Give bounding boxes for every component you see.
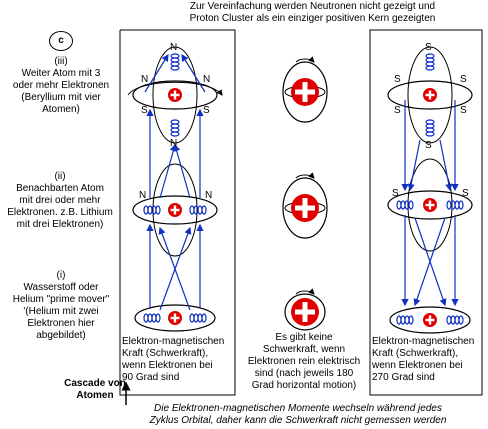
title-line-1: Zur Vereinfachung werden Neutronen nicht… bbox=[189, 1, 436, 12]
middle-caption-line-1: Es gibt keine bbox=[275, 332, 333, 343]
left-box-caption-line-1: Elektron-magnetischen bbox=[122, 336, 225, 347]
title-line-2: Proton Cluster als ein einziger positive… bbox=[189, 13, 436, 24]
left-pole-upper-left: N bbox=[141, 74, 149, 85]
right-atom-iii bbox=[387, 46, 473, 144]
left-box-frame-bottom bbox=[119, 330, 236, 396]
figure-marker-c: c bbox=[49, 31, 73, 51]
left-box-caption-line-2: Kraft (Schwerkraft), bbox=[122, 348, 209, 359]
middle-caption-line-4: sind (nach jeweils 180 bbox=[254, 368, 354, 379]
right-box-caption-line-1: Elektron-magnetischen bbox=[372, 336, 475, 347]
left-box-caption-line-3: wenn Elektronen bei bbox=[122, 360, 213, 371]
level-ii-numeral: (ii) bbox=[54, 171, 66, 182]
level-i-line-4: Elektronen hier bbox=[27, 318, 95, 329]
left-pole-upper-right: N bbox=[203, 74, 211, 85]
level-iii-line-2: oder mehr Elektronen bbox=[12, 80, 110, 91]
left-box-caption-line-4: 90 Grad sind bbox=[122, 372, 180, 383]
middle-atom-mid bbox=[282, 172, 328, 239]
left-box-caption: Elektron-magnetischen Kraft (Schwerkraft… bbox=[122, 336, 234, 384]
level-i-line-2: Helium "prime mover" bbox=[12, 294, 110, 305]
bottom-caption-line-1: Die Elektronen-magnetischen Momente wech… bbox=[154, 403, 442, 414]
level-iii-numeral: (iii) bbox=[54, 56, 68, 67]
right-pole-top: S bbox=[425, 42, 432, 53]
right-pole-lower-right: S bbox=[460, 105, 467, 116]
right-box-caption: Elektron-magnetischen Kraft (Schwerkraft… bbox=[372, 336, 482, 384]
left-pole-bottom: N bbox=[170, 138, 178, 149]
left-box-frame bbox=[119, 29, 236, 330]
right-pole-bottom: S bbox=[425, 140, 432, 151]
right-box-caption-line-2: Kraft (Schwerkraft), bbox=[372, 348, 459, 359]
level-i-line-1: Wasserstoff oder bbox=[23, 282, 99, 293]
middle-caption-line-2: Schwerkraft, wenn bbox=[262, 344, 346, 355]
level-i-line-5: abgebildet) bbox=[36, 330, 86, 341]
level-ii-line-1: Benachbarten Atom bbox=[16, 183, 104, 194]
left-atom-iii bbox=[127, 46, 223, 144]
level-i-numeral: (i) bbox=[56, 270, 66, 281]
middle-atom-top bbox=[282, 56, 328, 123]
middle-caption-line-3: Elektronen rein elektrisch bbox=[247, 356, 361, 367]
level-iii-line-1: Weiter Atom mit 3 bbox=[21, 68, 101, 79]
cascade-label-line-1: Cascade von bbox=[64, 378, 126, 389]
right-box-caption-line-4: 270 Grad sind bbox=[372, 372, 435, 383]
left-atom-i bbox=[134, 304, 216, 332]
level-ii-line-2: mit drei oder mehr bbox=[19, 195, 101, 206]
right-pole-upper-right: S bbox=[460, 74, 467, 85]
middle-caption-line-5: Grad horizontal motion) bbox=[251, 380, 357, 391]
cascade-label-line-2: Atomen bbox=[76, 390, 114, 401]
level-iii-line-4: Atomen) bbox=[42, 104, 80, 115]
cascade-label: Cascade von Atomen bbox=[55, 378, 135, 402]
right-box-frame bbox=[369, 29, 483, 396]
right-pole-upper-left: S bbox=[394, 74, 401, 85]
bottom-caption-line-2: Zyklus Orbital, daher kann die Schwerkra… bbox=[149, 415, 447, 426]
left-ii-pole-left: N bbox=[139, 190, 147, 201]
level-ii-line-3: Elektronen. z.B. Lithium bbox=[7, 207, 113, 218]
middle-atom-bottom bbox=[284, 288, 326, 331]
right-ii-pole-right: S bbox=[462, 188, 469, 199]
left-atom-ii bbox=[132, 163, 218, 257]
level-i-label: (i) Wasserstoff oder Helium "prime mover… bbox=[3, 270, 119, 342]
left-pole-lower-left: S bbox=[141, 105, 148, 116]
right-atom-i bbox=[389, 306, 471, 334]
level-i-line-3: '(Helium mit zwei bbox=[23, 306, 99, 317]
middle-caption: Es gibt keine Schwerkraft, wenn Elektron… bbox=[240, 332, 368, 392]
left-pole-top: N bbox=[170, 42, 178, 53]
level-ii-label: (ii) Benachbarten Atom mit drei oder meh… bbox=[0, 171, 120, 231]
right-box-caption-line-3: wenn Elektronen bei bbox=[372, 360, 463, 371]
right-atom-ii bbox=[387, 158, 473, 252]
left-pole-lower-right: S bbox=[203, 105, 210, 116]
left-ii-pole-right: N bbox=[205, 190, 213, 201]
level-iii-line-3: (Beryllium mit vier bbox=[21, 92, 101, 103]
right-pole-lower-left: S bbox=[394, 105, 401, 116]
right-ii-pole-left: S bbox=[392, 188, 399, 199]
level-ii-line-4: mit drei Elektronen) bbox=[16, 219, 104, 230]
level-iii-label: (iii) Weiter Atom mit 3 oder mehr Elektr… bbox=[3, 56, 119, 116]
